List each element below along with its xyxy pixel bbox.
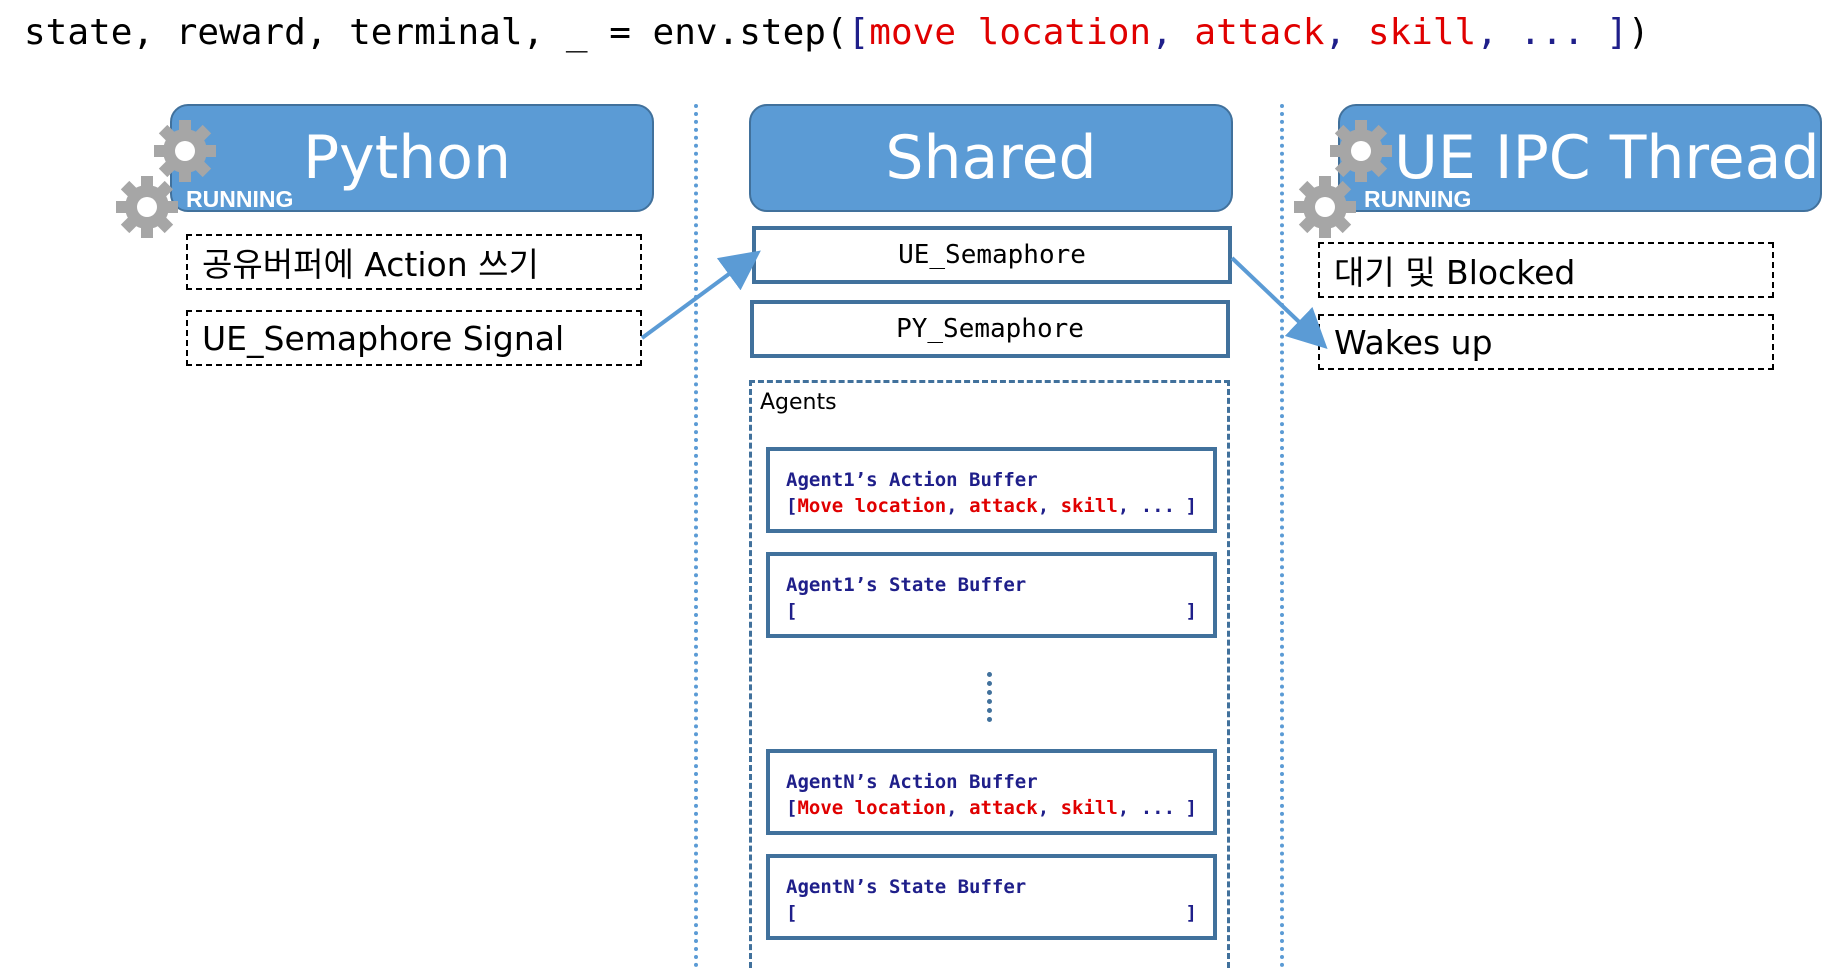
code-sep-1: , — [1151, 12, 1195, 53]
gear-icon — [1330, 120, 1392, 182]
buffer-title: AgentN’s State Buffer — [786, 876, 1027, 898]
code-item-attack: attack — [1194, 12, 1325, 53]
python-running-status: RUNNING — [186, 186, 294, 212]
gear-icon — [1294, 176, 1356, 238]
code-item-skill: skill — [1367, 12, 1477, 53]
buffer-close-bracket: ] — [1185, 797, 1197, 819]
code-item-move-location: move location — [869, 12, 1152, 53]
code-open-bracket: [ — [847, 12, 870, 53]
code-sep-2: , — [1324, 12, 1368, 53]
buffer-title: AgentN’s Action Buffer — [786, 771, 1038, 793]
buffer-ellipsis: ... — [1140, 797, 1176, 819]
python-header: Python — [170, 104, 654, 212]
buffer-title: Agent1’s Action Buffer — [786, 469, 1038, 491]
ue-ipc-header: UE IPC Thread — [1338, 104, 1822, 212]
buffer-item-attack: attack — [969, 495, 1038, 517]
agent1-state-buffer: Agent1’s State Buffer [] — [766, 552, 1217, 638]
ue-semaphore-box: UE_Semaphore — [752, 226, 1232, 284]
shared-header: Shared — [749, 104, 1233, 212]
code-lhs: state, reward, terminal, _ = env.step( — [24, 12, 848, 53]
code-tail: , ... ] — [1476, 12, 1628, 53]
signal-arrow — [640, 250, 761, 340]
agent1-action-buffer: Agent1’s Action Buffer [Move location, a… — [766, 447, 1217, 533]
buffer-close-bracket: ] — [1185, 902, 1197, 924]
buffer-item-skill: skill — [1060, 495, 1118, 517]
ue-step-wakes-up: Wakes up — [1318, 314, 1774, 370]
buffer-title: Agent1’s State Buffer — [786, 574, 1027, 596]
ue-running-status: RUNNING — [1364, 186, 1472, 212]
buffer-ellipsis: ... — [1140, 495, 1176, 517]
shared-title: Shared — [885, 123, 1097, 193]
gear-icon — [154, 120, 216, 182]
buffer-close-bracket: ] — [1185, 600, 1197, 622]
ue-step-wait-blocked: 대기 및 Blocked — [1318, 242, 1774, 298]
code-close-paren: ) — [1627, 12, 1650, 53]
separator-right — [1280, 104, 1284, 968]
buffer-close-bracket: ] — [1185, 495, 1197, 517]
buffer-item-skill: skill — [1060, 797, 1118, 819]
buffer-item-move-location: Move location — [797, 797, 947, 819]
more-agents-ellipsis — [987, 672, 992, 722]
python-step-semaphore-signal: UE_Semaphore Signal — [186, 310, 642, 366]
agentn-action-buffer: AgentN’s Action Buffer [Move location, a… — [766, 749, 1217, 835]
buffer-item-move-location: Move location — [797, 495, 947, 517]
gear-icon — [116, 176, 178, 238]
agents-container — [749, 380, 1230, 968]
wake-arrow — [1230, 256, 1328, 350]
agentn-state-buffer: AgentN’s State Buffer [] — [766, 854, 1217, 940]
buffer-open-bracket: [ — [786, 495, 798, 517]
buffer-open-bracket: [ — [786, 600, 798, 622]
buffer-open-bracket: [ — [786, 797, 798, 819]
python-step-write-action: 공유버퍼에 Action 쓰기 — [186, 234, 642, 290]
separator-left — [694, 104, 698, 968]
py-semaphore-box: PY_Semaphore — [750, 300, 1230, 358]
agents-label: Agents — [760, 390, 837, 415]
ue-ipc-title: UE IPC Thread — [1394, 123, 1820, 193]
python-title: Python — [303, 123, 511, 193]
env-step-code: state, reward, terminal, _ = env.step([m… — [24, 12, 1650, 53]
buffer-item-attack: attack — [969, 797, 1038, 819]
buffer-open-bracket: [ — [786, 902, 798, 924]
